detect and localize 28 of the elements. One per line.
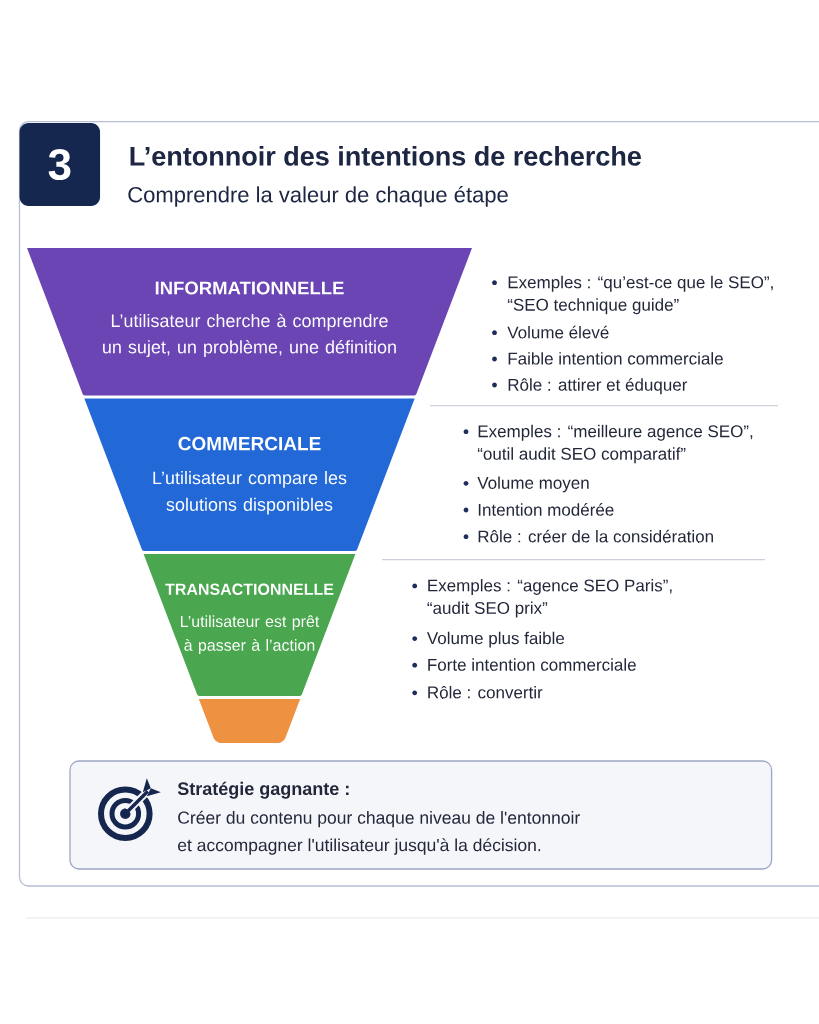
- list-item: Exemples : “meilleure agence SEO”, “outil audit SEO comparatif”: [477, 424, 753, 464]
- list-item: Intention modérée: [478, 503, 614, 516]
- list-item: Rôle : créer de la considération: [478, 529, 713, 543]
- funnel-band: [84, 398, 415, 551]
- funnel-band: [143, 554, 356, 696]
- list-item: Exemples : “agence SEO Paris”, “audit SEO prix”: [427, 579, 672, 618]
- band-description: L’utilisateur est prêt à passer à l’action: [181, 615, 320, 655]
- subtitle: Comprendre la valeur de chaque étape: [128, 186, 508, 207]
- band-description: L’utilisateur compare les solutions disponibles: [153, 471, 347, 515]
- list-item: Rôle : convertir: [428, 685, 543, 699]
- band-heading: TRANSACTIONNELLE: [165, 583, 334, 595]
- list-item: Exemples : “qu’est-ce que le SEO”, “SEO technique guide”: [507, 275, 773, 315]
- band-description: L’utilisateur cherche à comprendre un sujet, un problème, une définition: [103, 313, 396, 357]
- box-text: Créer du contenu pour chaque niveau de l'entonnoir et accompagner l'utilisateur jusqu'à la décision.: [178, 810, 580, 855]
- title: L’entonnoir des intentions de recherche: [130, 145, 641, 166]
- list-item: Volume élevé: [507, 325, 609, 339]
- box-heading: Stratégie gagnante :: [177, 781, 349, 799]
- band-heading: INFORMATIONNELLE: [155, 281, 344, 295]
- list-item: Faible intention commerciale: [508, 352, 723, 365]
- list-item: Rôle : attirer et éduquer: [508, 378, 688, 395]
- list-item: Forte intention commerciale: [428, 658, 636, 671]
- funnel-band: [198, 699, 301, 743]
- list-item: Volume plus faible: [426, 631, 565, 648]
- funnel-band: [27, 248, 472, 396]
- number-badge: 3: [19, 123, 101, 206]
- list-item: Volume moyen: [477, 476, 589, 493]
- band-heading: COMMERCIALE: [178, 436, 321, 451]
- callout-box: [69, 760, 773, 870]
